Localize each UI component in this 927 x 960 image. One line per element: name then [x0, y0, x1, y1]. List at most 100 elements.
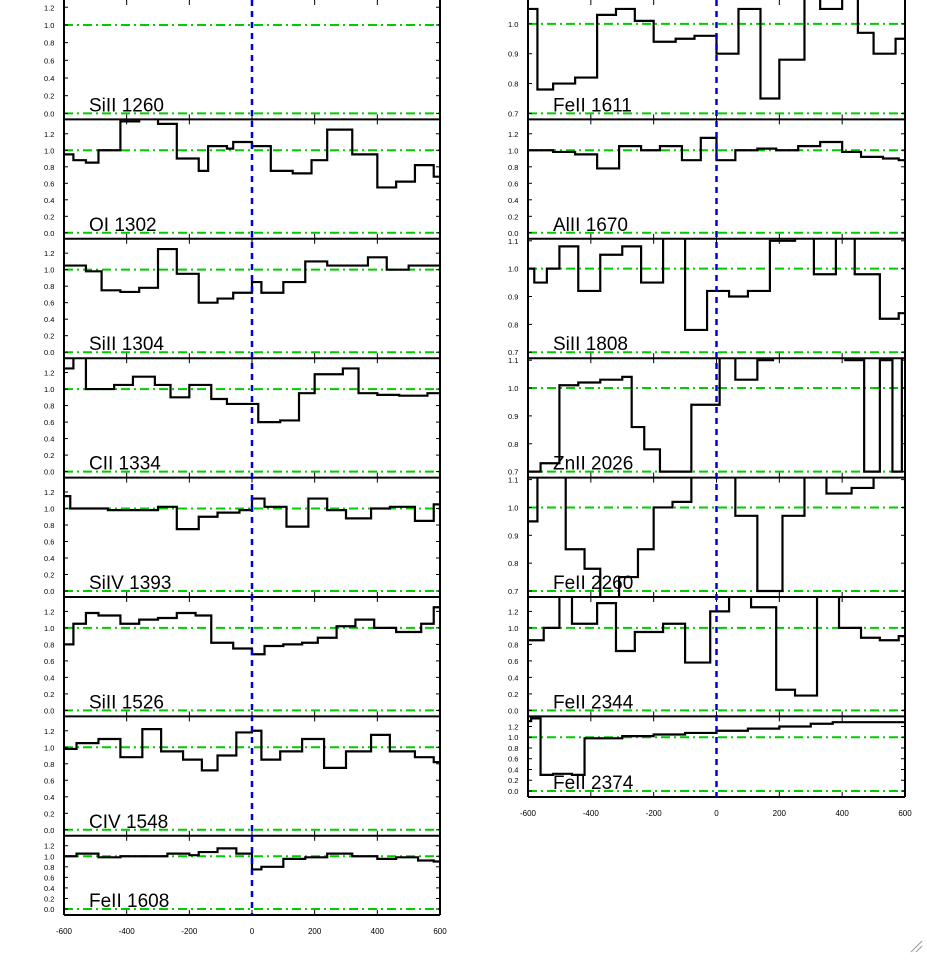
y-tick-label: 0.6 — [508, 755, 518, 764]
x-tick-label: 600 — [898, 809, 912, 818]
spectrum-line — [528, 136, 905, 170]
y-tick-label: 1.0 — [44, 743, 54, 752]
y-tick-label: 0.8 — [44, 863, 54, 872]
x-tick-label: -600 — [56, 927, 73, 936]
y-tick-label: 0.4 — [508, 765, 518, 774]
y-tick-label: 1.0 — [508, 503, 518, 512]
y-tick-label: 0.0 — [44, 348, 54, 357]
spectrum-line — [64, 119, 440, 189]
x-tick-label: -400 — [119, 927, 136, 936]
panel-label: AlII 1670 — [553, 215, 628, 236]
y-tick-label: 1.1 — [508, 356, 518, 365]
x-tick-label: -600 — [520, 809, 537, 818]
y-tick-label: 0.2 — [508, 776, 518, 785]
x-tick-label: 200 — [308, 927, 322, 936]
y-tick-label: 0.7 — [508, 587, 518, 596]
y-tick-label: 0.7 — [508, 468, 518, 477]
y-tick-label: 0.2 — [508, 212, 518, 221]
spectrum-line — [528, 0, 905, 100]
y-tick-label: 1.0 — [44, 624, 54, 633]
y-tick-label: 0.8 — [44, 640, 54, 649]
y-tick-label: 0.8 — [508, 559, 518, 568]
y-tick-label: 1.0 — [44, 146, 54, 155]
y-tick-label: 0.6 — [44, 537, 54, 546]
spectrum-line — [64, 495, 440, 531]
y-tick-label: 1.2 — [44, 3, 54, 12]
panel-label: FeII 2374 — [553, 773, 634, 794]
panel-label: OI 1302 — [89, 215, 157, 236]
y-tick-label: 0.6 — [44, 418, 54, 427]
panel-label: SiII 1304 — [89, 334, 164, 355]
y-tick-label: 1.2 — [44, 488, 54, 497]
y-tick-label: 0.0 — [44, 229, 54, 238]
y-tick-label: 1.0 — [44, 21, 54, 30]
y-tick-label: 0.6 — [44, 56, 54, 65]
y-tick-label: 0.8 — [508, 744, 518, 753]
y-tick-label: 0.4 — [44, 793, 54, 802]
y-tick-label: 0.4 — [44, 196, 54, 205]
y-tick-label: 0.6 — [508, 179, 518, 188]
x-tick-label: -400 — [583, 809, 600, 818]
y-tick-label: 0.8 — [44, 39, 54, 48]
y-tick-label: 0.0 — [44, 468, 54, 477]
panel-label: FeII 1608 — [89, 891, 169, 912]
y-tick-label: 0.6 — [44, 776, 54, 785]
y-tick-label: 0.6 — [44, 179, 54, 188]
y-tick-label: 0.0 — [44, 826, 54, 835]
y-tick-label: 0.9 — [508, 412, 518, 421]
x-tick-label: 400 — [371, 927, 385, 936]
y-tick-label: 0.2 — [44, 212, 54, 221]
x-tick-label: -200 — [646, 809, 663, 818]
y-tick-label: 0.8 — [508, 163, 518, 172]
y-tick-label: 1.0 — [44, 385, 54, 394]
y-tick-label: 1.2 — [44, 130, 54, 139]
y-tick-label: 0.9 — [508, 531, 518, 540]
spectrum-line — [528, 717, 905, 776]
y-tick-label: 1.0 — [508, 146, 518, 155]
y-tick-label: 1.0 — [44, 266, 54, 275]
panel-label: SiII 1260 — [89, 95, 164, 116]
y-tick-label: 0.0 — [508, 706, 518, 715]
spectrum-line — [528, 597, 905, 697]
y-tick-label: 0.4 — [44, 554, 54, 563]
x-tick-label: -200 — [181, 927, 198, 936]
y-tick-label: 0.4 — [508, 673, 518, 682]
x-tick-label: 0 — [250, 927, 255, 936]
y-tick-label: 0.0 — [44, 587, 54, 596]
x-tick-label: 400 — [835, 809, 849, 818]
spectrum-line — [528, 358, 903, 473]
y-tick-label: 0.4 — [44, 74, 54, 83]
y-tick-label: 1.2 — [44, 842, 54, 851]
y-tick-label: 0.2 — [44, 332, 54, 341]
spectrum-line — [528, 477, 875, 598]
panel-label: FeII 1611 — [553, 95, 632, 116]
y-tick-label: 0.6 — [44, 299, 54, 308]
y-tick-label: 0.8 — [44, 402, 54, 411]
y-tick-label: 0.0 — [44, 109, 54, 118]
y-tick-label: 0.8 — [44, 163, 54, 172]
y-tick-label: 0.8 — [44, 760, 54, 769]
panel-label: FeII 2344 — [553, 692, 634, 713]
y-tick-label: 1.1 — [508, 237, 518, 246]
y-tick-label: 0.8 — [508, 320, 518, 329]
y-tick-label: 0.2 — [44, 451, 54, 460]
panel-label: CII 1334 — [89, 454, 161, 475]
y-tick-label: 1.2 — [508, 722, 518, 731]
y-tick-label: 1.0 — [508, 265, 518, 274]
y-tick-label: 1.2 — [508, 130, 518, 139]
y-tick-label: 0.6 — [44, 873, 54, 882]
y-tick-label: 0.2 — [44, 809, 54, 818]
y-tick-label: 1.2 — [44, 607, 54, 616]
y-tick-label: 1.0 — [44, 504, 54, 513]
spectrum-line — [528, 238, 905, 332]
y-tick-label: 0.0 — [44, 706, 54, 715]
y-tick-label: 0.0 — [44, 905, 54, 914]
y-tick-label: 0.9 — [508, 50, 518, 59]
resize-grip-icon[interactable] — [909, 939, 923, 953]
y-tick-label: 0.8 — [44, 521, 54, 530]
y-tick-label: 1.0 — [508, 624, 518, 633]
